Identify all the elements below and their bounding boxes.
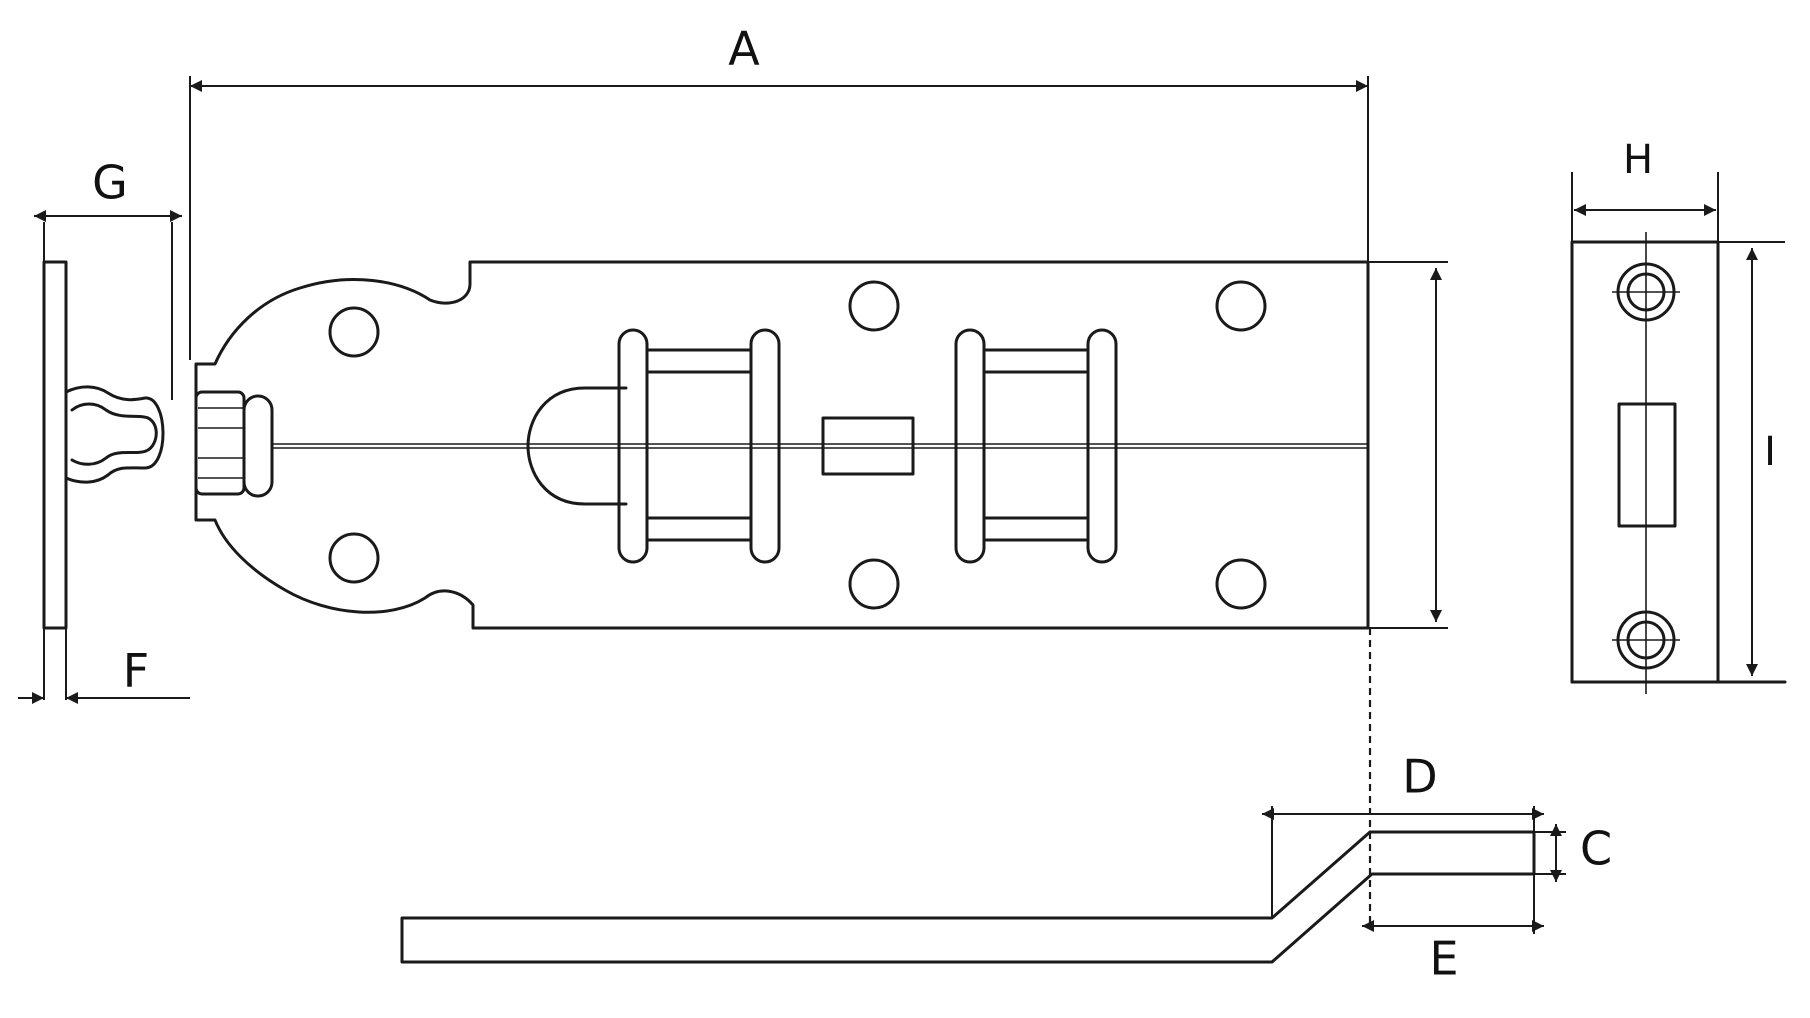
countersunk-hole-top [1612,262,1680,322]
bolt-guide-left [617,328,781,564]
dimension-label-h: H [1623,137,1653,183]
dimension-label-i: I [1764,429,1776,475]
screw-hole [328,532,380,584]
screw-hole [848,280,900,332]
dimension-label-a: A [728,22,760,76]
bolt-guide-right [954,328,1118,564]
bolt-rod-side-view [400,628,1536,964]
bolt-knob [194,390,274,498]
dimension-label-g: G [92,156,128,210]
dimension-label-e: E [1429,932,1458,986]
screw-hole [1215,558,1267,610]
dimension-label-d: D [1402,750,1437,804]
bolt-end-view [1570,232,1787,694]
dimension-label-c: C [1580,822,1612,876]
bolt-section [1617,402,1677,528]
dimensions [18,76,1785,934]
bolt-centre-block [821,416,915,476]
dimension-label-f: F [123,644,149,698]
bolt-plate-front-view [194,260,1370,630]
keep-staple-side-view [42,260,165,630]
screw-hole [848,558,900,610]
bolt-head [526,386,628,506]
screw-hole [1215,280,1267,332]
screw-hole [328,306,380,358]
countersunk-hole-bottom [1612,610,1680,670]
